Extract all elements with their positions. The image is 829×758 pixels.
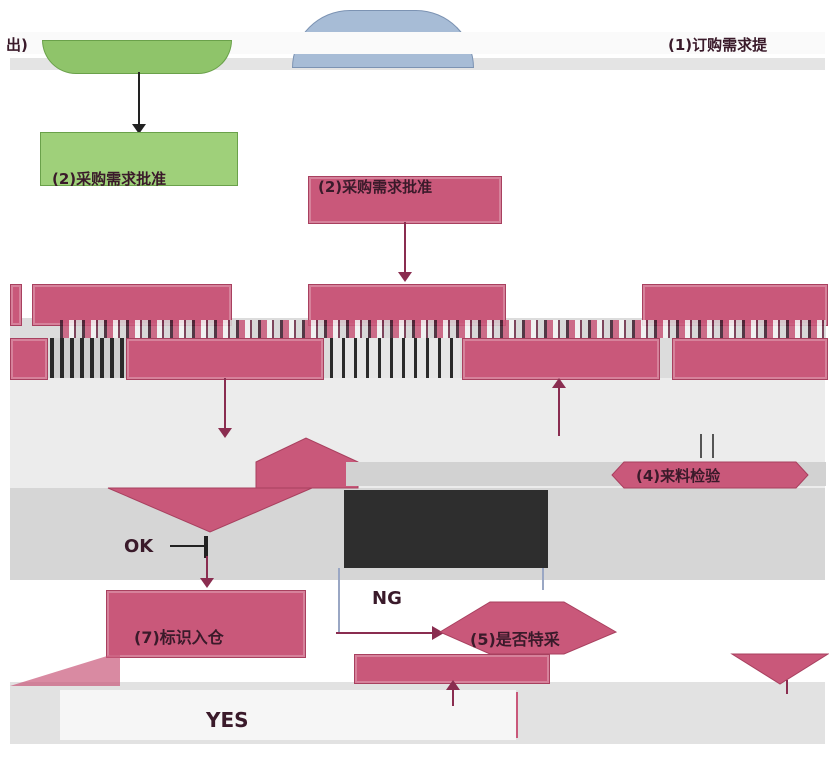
arrowhead-down-left: [218, 428, 232, 438]
ng-line: [338, 568, 340, 632]
node-label-stock-box: [106, 590, 306, 658]
arrow-start-to-approval: [138, 72, 140, 128]
dark-block: [344, 490, 548, 568]
ok-bar: [204, 536, 208, 558]
arrowhead-lower-up: [446, 680, 460, 690]
pink-box-row2-a: [10, 338, 48, 380]
arrowhead-row: [398, 272, 412, 282]
pink-box-row1-b: [32, 284, 232, 326]
arrowhead-up-right: [552, 378, 566, 388]
edge-ok-label: OK: [124, 536, 154, 557]
ok-connector: [170, 545, 206, 547]
node-label-stock-label: (7)标识入仓: [134, 628, 224, 647]
left-wedge: [10, 652, 120, 686]
white-panel-bottom: [60, 690, 516, 740]
garbled-label-strip: [60, 320, 826, 338]
node-inspection-label: (4)来料检验: [636, 467, 721, 485]
pink-box-row2-b: [126, 338, 324, 380]
arrow-row2-up: [558, 384, 560, 436]
node-approval-echo-label: (2)采购需求批准: [318, 178, 433, 196]
arrowhead-approval: [132, 124, 146, 134]
node-top-left-fragment: 出): [6, 36, 28, 54]
node-special-purchase-label: (5)是否特采: [470, 630, 560, 649]
arrow-ok-to-label: [206, 556, 208, 582]
pink-box-row1-a: [10, 284, 22, 326]
right-tick: [786, 680, 788, 694]
pink-box-row1-c: [308, 284, 506, 326]
dark-bars-row2: [50, 338, 126, 378]
right-triangle: [730, 653, 829, 685]
edge-ng-label: NG: [372, 588, 402, 609]
pink-box-row2-d: [672, 338, 828, 380]
yes-divider: [516, 692, 518, 738]
tick-marks: [700, 434, 724, 458]
node-approval-label: (2)采购需求批准: [52, 170, 167, 188]
dark-bars-row2-mid: [330, 338, 460, 378]
arrow-lower-up: [452, 686, 454, 706]
ng-line-right: [542, 568, 544, 590]
arrow-approval-to-row: [404, 222, 406, 274]
decision-triangle: [107, 487, 313, 533]
pink-box-row1-d: [642, 284, 828, 326]
node-order-request-green: [42, 40, 232, 74]
edge-yes-label: YES: [206, 708, 249, 732]
inspection-hexagon: [611, 461, 809, 489]
node-approval-box: [40, 132, 238, 186]
arrowhead-special: [432, 626, 444, 640]
arrow-ng-to-special: [336, 632, 436, 634]
arrow-row2-down: [224, 378, 226, 430]
arrowhead-label-stock: [200, 578, 214, 588]
house-shape: [255, 437, 359, 489]
node-order-request-label: (1)订购需求提: [668, 36, 768, 54]
pink-box-row2-c: [462, 338, 660, 380]
